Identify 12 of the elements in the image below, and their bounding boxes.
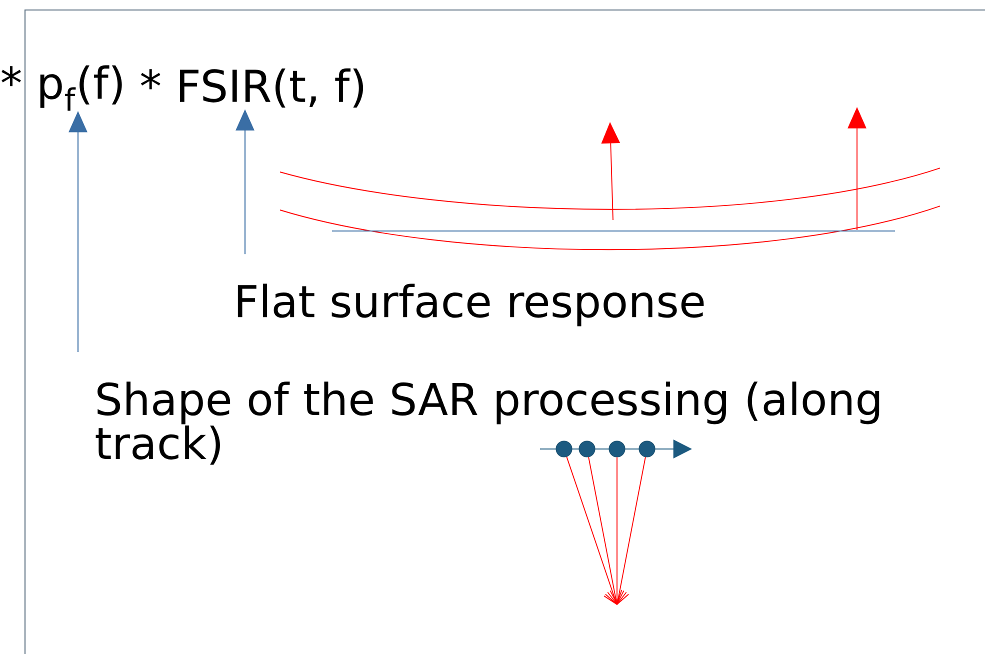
- annotation-text: Shape of the SAR processing (along track): [96, 382, 880, 465]
- formula-term: * p$_{f}$(f): [2, 65, 122, 111]
- track-position-dot: [578, 440, 596, 458]
- track-position-dot: [608, 440, 626, 458]
- ray-arrow: [607, 456, 627, 606]
- ray-arrow: [566, 456, 622, 606]
- track-position-dot: [556, 440, 572, 458]
- ray-arrow: [588, 456, 624, 606]
- track-position-dot: [638, 440, 656, 458]
- annotation-text: Flat surface response: [238, 284, 704, 326]
- ray-arrow: [610, 456, 646, 606]
- formula-term: * FSIR(t, f): [140, 68, 364, 108]
